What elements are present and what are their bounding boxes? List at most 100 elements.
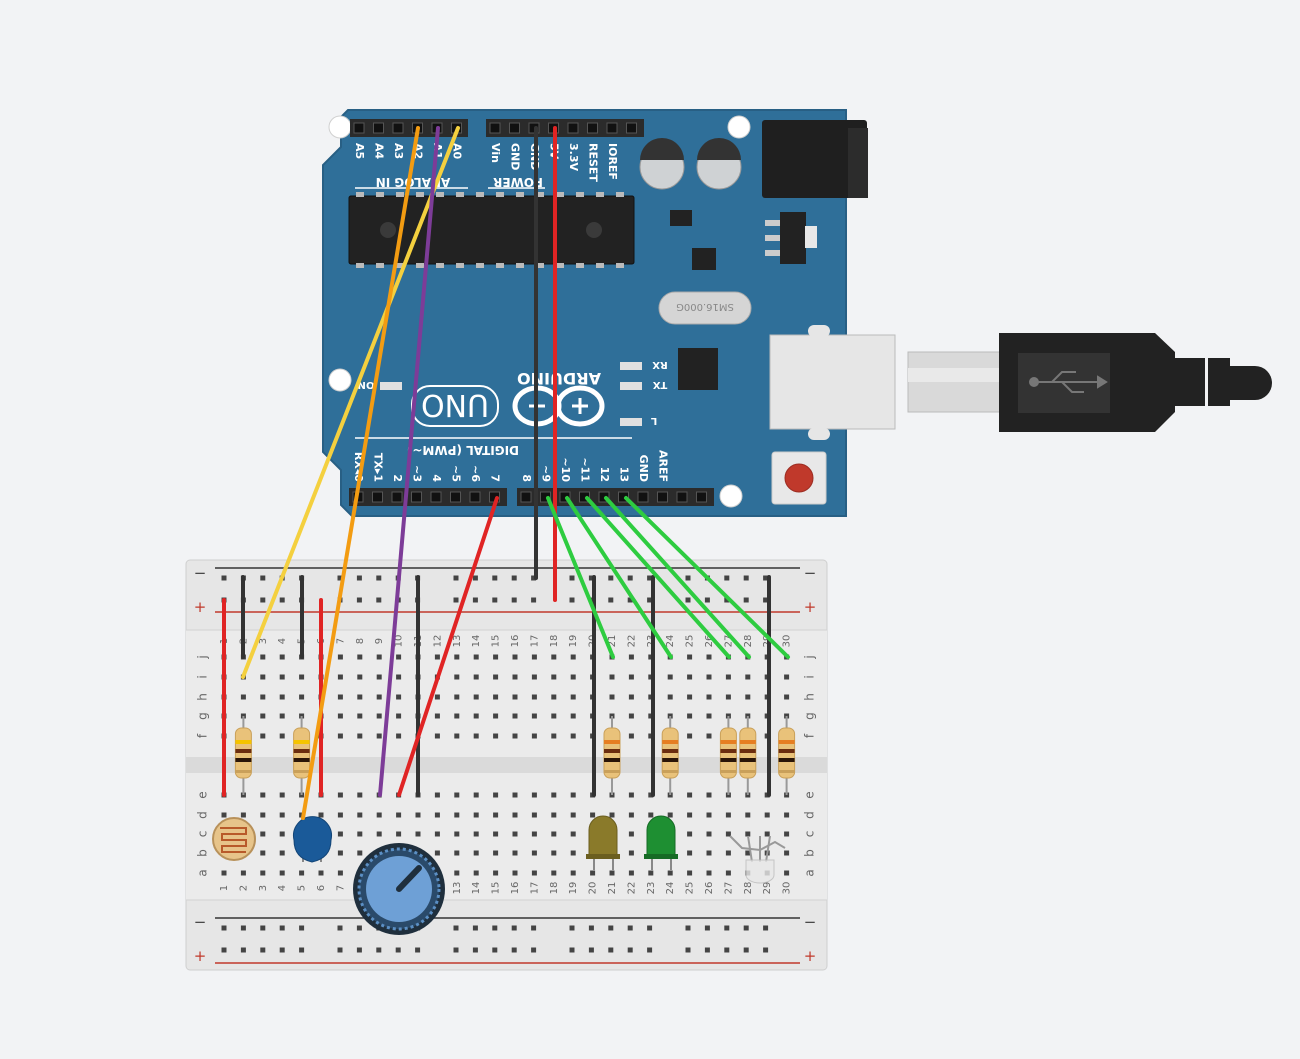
breadboard-hole[interactable] — [318, 870, 324, 876]
breadboard-hole[interactable] — [376, 831, 382, 837]
rail-hole[interactable] — [356, 575, 362, 581]
breadboard-hole[interactable] — [570, 831, 576, 837]
breadboard-hole[interactable] — [648, 792, 654, 798]
breadboard-hole[interactable] — [628, 733, 634, 739]
breadboard-hole[interactable] — [473, 713, 479, 719]
rail-hole[interactable] — [260, 597, 266, 603]
breadboard-hole[interactable] — [687, 654, 693, 660]
yellow-led[interactable] — [586, 815, 620, 870]
breadboard-hole[interactable] — [396, 831, 402, 837]
breadboard-hole[interactable] — [493, 812, 499, 818]
rail-hole[interactable] — [569, 947, 575, 953]
breadboard-hole[interactable] — [667, 694, 673, 700]
rail-hole[interactable] — [240, 947, 246, 953]
breadboard-hole[interactable] — [725, 674, 731, 680]
breadboard-hole[interactable] — [493, 733, 499, 739]
breadboard-hole[interactable] — [279, 674, 285, 680]
breadboard-hole[interactable] — [667, 870, 673, 876]
breadboard-hole[interactable] — [648, 870, 654, 876]
rail-hole[interactable] — [763, 925, 769, 931]
breadboard-hole[interactable] — [531, 831, 537, 837]
rail-hole[interactable] — [647, 947, 653, 953]
rail-hole[interactable] — [685, 947, 691, 953]
breadboard-hole[interactable] — [493, 674, 499, 680]
breadboard-hole[interactable] — [531, 674, 537, 680]
breadboard-hole[interactable] — [764, 812, 770, 818]
breadboard-hole[interactable] — [628, 870, 634, 876]
breadboard-hole[interactable] — [784, 694, 790, 700]
wire-pin7-red[interactable] — [397, 496, 499, 797]
breadboard-hole[interactable] — [570, 733, 576, 739]
breadboard-hole[interactable] — [454, 792, 460, 798]
header-pin[interactable] — [372, 491, 383, 503]
breadboard-hole[interactable] — [628, 713, 634, 719]
breadboard-hole[interactable] — [396, 812, 402, 818]
breadboard-hole[interactable] — [337, 870, 343, 876]
breadboard-hole[interactable] — [531, 694, 537, 700]
breadboard-hole[interactable] — [531, 870, 537, 876]
breadboard-hole[interactable] — [745, 812, 751, 818]
breadboard-hole[interactable] — [260, 792, 266, 798]
header-pin[interactable] — [567, 122, 579, 134]
breadboard-hole[interactable] — [260, 713, 266, 719]
rail-hole[interactable] — [279, 947, 285, 953]
header-pin[interactable] — [489, 122, 501, 134]
breadboard-hole[interactable] — [318, 812, 324, 818]
breadboard-hole[interactable] — [473, 674, 479, 680]
rgb-led[interactable] — [729, 835, 786, 884]
resistor[interactable] — [739, 716, 757, 795]
breadboard-hole[interactable] — [609, 870, 615, 876]
breadboard-hole[interactable] — [531, 654, 537, 660]
rail-hole[interactable] — [569, 575, 575, 581]
breadboard-hole[interactable] — [628, 831, 634, 837]
breadboard-hole[interactable] — [609, 812, 615, 818]
breadboard-hole[interactable] — [706, 812, 712, 818]
breadboard-hole[interactable] — [240, 812, 246, 818]
breadboard-hole[interactable] — [260, 733, 266, 739]
breadboard-hole[interactable] — [570, 850, 576, 856]
rail-hole[interactable] — [743, 575, 749, 581]
breadboard-hole[interactable] — [512, 812, 518, 818]
wire-a1-purple[interactable] — [378, 126, 440, 797]
breadboard-hole[interactable] — [337, 654, 343, 660]
rail-hole[interactable] — [415, 947, 421, 953]
breadboard-hole[interactable] — [337, 792, 343, 798]
rail-hole[interactable] — [453, 597, 459, 603]
breadboard-hole[interactable] — [551, 654, 557, 660]
breadboard-hole[interactable] — [299, 870, 305, 876]
rail-hole[interactable] — [724, 575, 730, 581]
breadboard-hole[interactable] — [473, 694, 479, 700]
breadboard-hole[interactable] — [745, 694, 751, 700]
wire-pin10-green[interactable] — [565, 496, 673, 659]
breadboard-hole[interactable] — [357, 850, 363, 856]
header-pin[interactable] — [579, 491, 590, 503]
breadboard-hole[interactable] — [260, 831, 266, 837]
rail-hole[interactable] — [279, 597, 285, 603]
breadboard-hole[interactable] — [706, 654, 712, 660]
rail-hole[interactable] — [511, 575, 517, 581]
rail-hole[interactable] — [221, 925, 227, 931]
header-pin[interactable] — [606, 122, 618, 134]
breadboard-hole[interactable] — [337, 812, 343, 818]
rail-hole[interactable] — [472, 597, 478, 603]
rail-hole[interactable] — [608, 597, 614, 603]
rail-hole[interactable] — [531, 597, 537, 603]
breadboard-hole[interactable] — [706, 831, 712, 837]
rail-hole[interactable] — [743, 947, 749, 953]
header-pin[interactable] — [696, 491, 707, 503]
rail-hole[interactable] — [376, 947, 382, 953]
header-pin[interactable] — [392, 122, 404, 134]
breadboard-hole[interactable] — [590, 812, 596, 818]
breadboard-hole[interactable] — [240, 694, 246, 700]
rail-hole[interactable] — [337, 575, 343, 581]
rail-hole[interactable] — [260, 575, 266, 581]
breadboard-hole[interactable] — [396, 733, 402, 739]
rail-hole[interactable] — [492, 925, 498, 931]
breadboard-hole[interactable] — [493, 870, 499, 876]
breadboard-hole[interactable] — [570, 694, 576, 700]
rail-hole[interactable] — [356, 597, 362, 603]
breadboard-hole[interactable] — [473, 831, 479, 837]
breadboard-hole[interactable] — [706, 792, 712, 798]
breadboard-hole[interactable] — [551, 713, 557, 719]
breadboard-hole[interactable] — [396, 694, 402, 700]
